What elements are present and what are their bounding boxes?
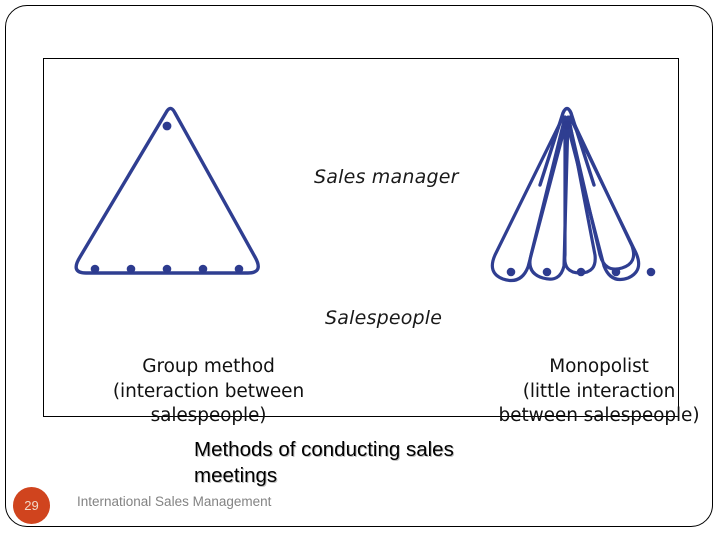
- salesperson-dot: [611, 267, 621, 277]
- manager-dot-right: [562, 120, 572, 130]
- caption-right-line3: between salespeople): [498, 405, 700, 427]
- salesperson-dot: [506, 267, 516, 277]
- caption-right-line2: (little interaction: [522, 380, 676, 402]
- label-sales-manager: Sales manager: [314, 166, 459, 188]
- caption-left-line1: Group method: [142, 356, 275, 377]
- right-figure-monopolist: [490, 106, 656, 283]
- petal-outline: [564, 115, 641, 282]
- petal-outline: [528, 115, 570, 281]
- slide-title-line2: meetings: [194, 464, 278, 488]
- footer-course-title: International Sales Management: [77, 494, 272, 509]
- left-figure-group-method: [74, 106, 260, 275]
- petal-outline: [490, 115, 569, 283]
- salesperson-dot: [646, 267, 656, 277]
- salesperson-dot: [162, 264, 172, 274]
- salesperson-dot: [576, 267, 586, 277]
- slide-title: Methods of conducting sales meetings: [194, 437, 524, 489]
- page-number-badge: 29: [13, 487, 50, 524]
- diagram-image-box: Sales manager Salespeople Group method (…: [43, 58, 700, 426]
- diagram-illustration: [74, 106, 656, 283]
- label-salespeople: Salespeople: [325, 307, 443, 329]
- caption-right-figure: Monopolist (little interaction between s…: [464, 355, 720, 429]
- caption-left-line3: salespeople): [150, 405, 267, 427]
- caption-left-line2: (interaction between: [112, 380, 305, 402]
- caption-left-figure: Group method (interaction between salesp…: [66, 355, 351, 429]
- salesperson-dot: [198, 264, 208, 274]
- slide-title-line1: Methods of conducting sales: [194, 438, 454, 461]
- manager-dot-left: [162, 121, 172, 131]
- triangle-outline: [74, 106, 260, 275]
- salesperson-dot: [542, 267, 552, 277]
- salesperson-dot: [90, 264, 100, 274]
- salesperson-dot: [234, 264, 244, 274]
- fan-apex-outline: [538, 106, 596, 187]
- salesperson-dot: [126, 264, 136, 274]
- caption-right-line1: Monopolist: [549, 356, 649, 377]
